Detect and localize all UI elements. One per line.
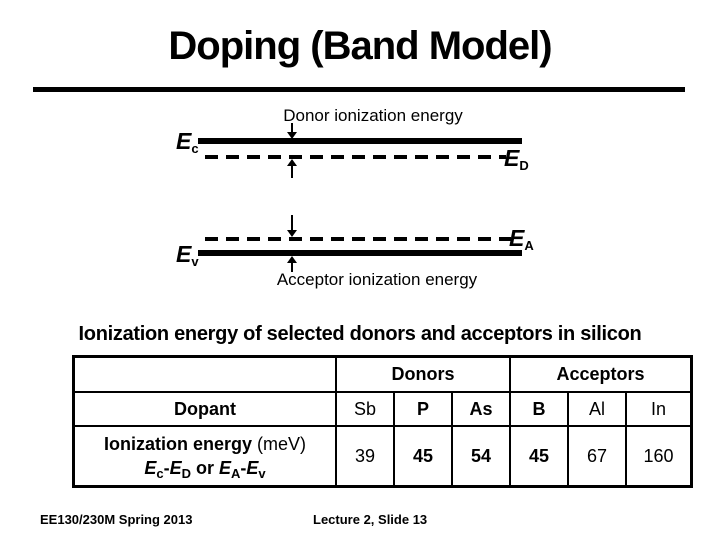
table-row: Dopant Sb P As B Al In xyxy=(72,391,693,427)
acceptor-down-arrow-icon xyxy=(287,230,297,237)
dopant-symbol-p: P xyxy=(393,391,453,427)
ea-symbol: E xyxy=(509,225,525,251)
title-underline-rule xyxy=(33,87,685,92)
table-row: Donors Acceptors xyxy=(72,355,693,393)
ionization-label-bold: Ionization energy xyxy=(103,434,253,455)
dopant-symbol-in: In xyxy=(625,391,693,427)
dopant-symbol-b: B xyxy=(509,391,569,427)
acceptor-down-arrow-stem xyxy=(291,215,293,230)
formula-e1: E xyxy=(144,457,157,478)
conduction-band-line xyxy=(198,138,522,144)
formula-hyphen-2: - xyxy=(240,457,247,478)
donor-level-dashed-line xyxy=(205,155,506,159)
ed-subscript: D xyxy=(519,158,529,173)
value-b: 45 xyxy=(509,425,569,488)
value-sb: 39 xyxy=(335,425,395,488)
dopant-symbol-sb: Sb xyxy=(335,391,395,427)
ea-subscript: A xyxy=(524,238,534,253)
footer-slide-label: Lecture 2, Slide 13 xyxy=(313,512,428,527)
dopant-row-header: Dopant xyxy=(72,391,337,427)
formula-sub-c: c xyxy=(156,465,164,481)
dopant-symbol-al: Al xyxy=(567,391,627,427)
donor-down-arrow-icon xyxy=(287,132,297,139)
table-heading: Ionization energy of selected donors and… xyxy=(78,323,642,345)
conduction-band-label: Ec xyxy=(176,128,199,156)
footer-course-label: EE130/230M Spring 2013 xyxy=(40,512,193,527)
donor-up-arrow-icon xyxy=(287,159,297,166)
acceptor-level-dashed-line xyxy=(205,237,511,241)
dopant-symbol-as: As xyxy=(451,391,511,427)
formula-hyphen-1: - xyxy=(163,457,170,478)
empty-corner-cell xyxy=(72,355,337,393)
acceptor-up-arrow-icon xyxy=(287,256,297,263)
ionization-energy-table: Donors Acceptors Dopant Sb P As B Al In … xyxy=(72,355,693,488)
donor-down-arrow-stem xyxy=(291,123,293,132)
acceptor-up-arrow-stem xyxy=(291,263,293,272)
value-as: 54 xyxy=(451,425,511,488)
donors-group-header: Donors xyxy=(335,355,511,393)
ev-symbol: E xyxy=(176,241,192,267)
formula-e3: E xyxy=(219,457,232,478)
ec-symbol: E xyxy=(176,128,192,154)
formula-e2: E xyxy=(169,457,182,478)
slide-title: Doping (Band Model) xyxy=(168,24,552,68)
donor-level-label: ED xyxy=(504,145,529,173)
valence-band-label: Ev xyxy=(176,241,199,269)
acceptors-group-header: Acceptors xyxy=(509,355,693,393)
ionization-label-unit: (meV) xyxy=(252,434,307,455)
ionization-formula: Ec-ED or EA-Ev xyxy=(79,457,331,480)
value-p: 45 xyxy=(393,425,453,488)
table-row: Ionization energy (meV) Ec-ED or EA-Ev 3… xyxy=(72,425,693,488)
formula-or: or xyxy=(190,457,219,478)
ionization-row-title: Ionization energy (meV) xyxy=(79,432,331,456)
valence-band-line xyxy=(198,250,522,256)
acceptor-level-label: EA xyxy=(509,225,534,253)
value-in: 160 xyxy=(625,425,693,488)
formula-e4: E xyxy=(246,457,259,478)
value-al: 67 xyxy=(567,425,627,488)
donor-ionization-label: Donor ionization energy xyxy=(283,106,463,125)
donor-up-arrow-stem xyxy=(291,166,293,178)
acceptor-ionization-label: Acceptor ionization energy xyxy=(276,270,478,289)
ed-symbol: E xyxy=(504,145,520,171)
formula-sub-d: D xyxy=(181,465,191,481)
ionization-row-header: Ionization energy (meV) Ec-ED or EA-Ev xyxy=(72,425,337,488)
formula-sub-a: A xyxy=(231,465,241,481)
formula-sub-v: v xyxy=(258,465,266,481)
ev-subscript: v xyxy=(191,254,199,269)
ec-subscript: c xyxy=(191,141,199,156)
